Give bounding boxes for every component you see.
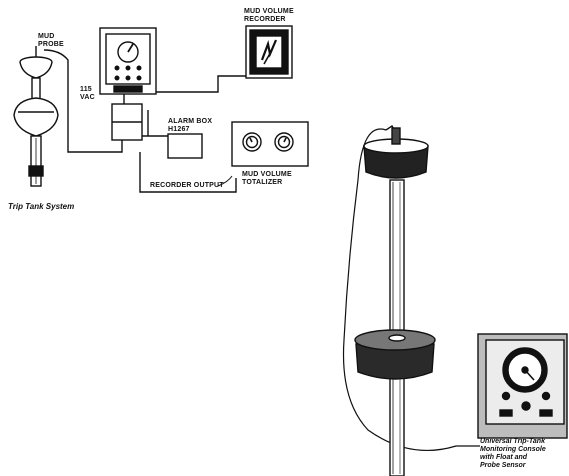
mud-probe-label-line-1: MUD (38, 33, 55, 40)
recorder-output-label: RECORDER OUTPUT (150, 182, 224, 190)
totalizer-label-line-1: MUD VOLUME (242, 171, 292, 178)
monitoring-console (99, 27, 157, 141)
recorder-label-line-1: MUD VOLUME (244, 8, 294, 15)
recorder-output-label-text: RECORDER OUTPUT (150, 182, 224, 189)
alarm-box-label: ALARM BOX H1267 (168, 118, 212, 134)
alarm-box-label-line-2: H1267 (168, 126, 190, 133)
console-caption: Universal Trip-Tank Monitoring Console w… (480, 438, 546, 470)
recorder-label: MUD VOLUME RECORDER (244, 8, 294, 24)
mud-probe-label: MUD PROBE (38, 33, 64, 49)
recorder-label-line-2: RECORDER (244, 16, 286, 23)
totalizer-label-line-2: TOTALIZER (242, 179, 283, 186)
float-probe-photo (342, 125, 480, 476)
system-caption-text: Trip Tank System (8, 202, 75, 211)
console-caption-line-1: Universal Trip-Tank (480, 438, 545, 445)
vac-label-line-1: 115 (80, 86, 92, 93)
alarm-box (167, 133, 203, 159)
mud-probe-label-line-2: PROBE (38, 41, 64, 48)
system-caption: Trip Tank System (8, 202, 74, 211)
vac-label: 115 VAC (80, 86, 95, 102)
mud-probe (13, 46, 59, 187)
console-caption-line-2: Monitoring Console (480, 446, 546, 453)
console-photo (477, 333, 568, 439)
mud-volume-totalizer (231, 121, 309, 167)
wiring (43, 49, 248, 193)
mud-volume-recorder (245, 25, 293, 79)
console-caption-line-4: Probe Sensor (480, 462, 526, 469)
vac-label-line-2: VAC (80, 94, 95, 101)
recorder-output-leader (217, 175, 233, 187)
console-caption-line-3: with Float and (480, 454, 528, 461)
alarm-box-label-line-1: ALARM BOX (168, 118, 213, 125)
totalizer-label: MUD VOLUME TOTALIZER (242, 171, 292, 187)
